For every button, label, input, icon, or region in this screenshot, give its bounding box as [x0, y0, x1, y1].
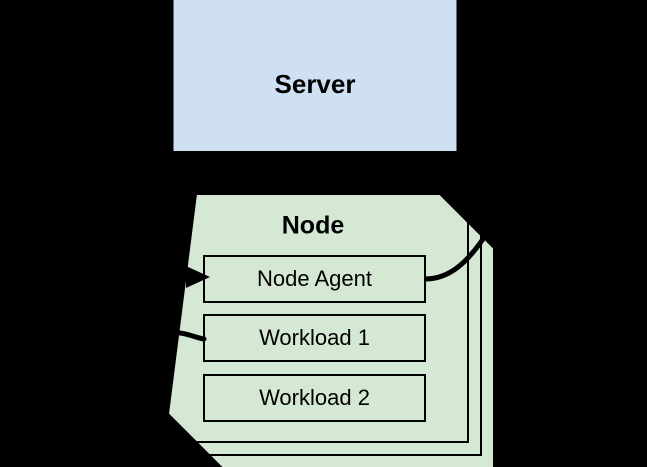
node-agent-label: Node Agent — [257, 266, 372, 291]
line-to-workload-1 — [165, 329, 207, 342]
workload-1-label: Workload 1 — [259, 325, 370, 350]
arrow-to-node-agent — [168, 266, 210, 288]
node-agent-box[interactable] — [203, 255, 426, 303]
server-node[interactable]: Server — [171, 0, 459, 153]
workload-2-label: Workload 2 — [259, 385, 370, 410]
server-box[interactable] — [171, 0, 459, 153]
arrow-to-node-agent-head — [186, 266, 210, 288]
workload-2-box[interactable] — [203, 374, 426, 422]
server-label: Server — [275, 69, 356, 99]
workload-1-box-group[interactable]: Workload 1 — [203, 314, 426, 362]
curve-node-agent-to-stack — [422, 222, 495, 282]
workload-2-box-group[interactable]: Workload 2 — [203, 374, 426, 422]
node-label: Node — [282, 212, 345, 240]
node-agent-box-group[interactable]: Node Agent — [203, 255, 426, 303]
